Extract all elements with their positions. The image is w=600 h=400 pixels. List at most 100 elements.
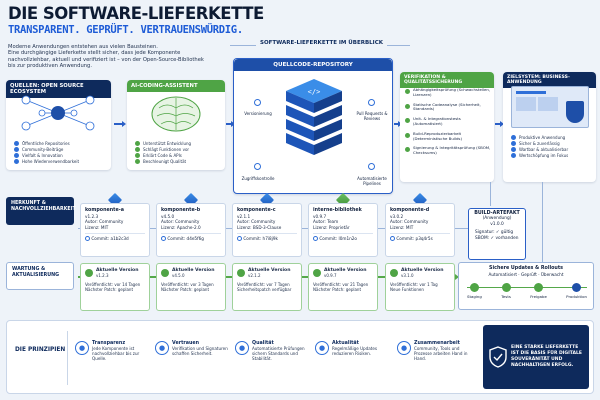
commit-label: Commit: h7i8j9k <box>243 236 278 242</box>
update-icon <box>161 268 169 277</box>
list-item-label: Schlägt Funktionen vor <box>143 146 190 152</box>
update-published: Veröffentlicht: vor 1 Tag <box>390 281 438 287</box>
open-source-network-icon <box>21 95 95 131</box>
component-version: v1.2.3 <box>85 213 99 219</box>
target-title: ZIELSYSTEM: BUSINESS-ANWENDUNG <box>503 72 596 88</box>
list-item-label: Build-Reproduzierbarkeit (Deterministisc… <box>413 130 462 141</box>
list-item: Build-Reproduzierbarkeit (Deterministisc… <box>405 130 491 142</box>
page-subtitle: TRANSPARENT. GEPRÜFT. VERTRAUENSWÜRDIG. <box>8 24 243 36</box>
component-name: komponente-c <box>237 208 276 213</box>
update-version: v3.1.0 <box>401 273 414 279</box>
list-item: Schlägt Funktionen vor <box>135 146 191 152</box>
code-icon <box>135 140 140 146</box>
rollout-step-label: Freigabe <box>530 294 547 299</box>
principle-desc: Jede Komponente ist nachvollziehbar bis … <box>92 346 140 361</box>
check-icon <box>405 132 410 138</box>
component-license: Lizenz: MIT <box>85 224 109 230</box>
commit-label: Commit: d4e5f6g <box>167 236 204 242</box>
community-icon <box>14 146 19 152</box>
update-icon <box>85 268 93 277</box>
component-license: Lizenz: Apache-2.0 <box>161 224 201 230</box>
commit-icon <box>313 236 318 242</box>
build-sub: (Anwendung) <box>482 216 512 222</box>
update-published: Veröffentlicht: vor 21 Tagen <box>313 281 369 287</box>
component-author: Autor: Community <box>161 219 200 225</box>
component-license: Lizenz: Proprietär <box>313 224 350 230</box>
target-list: Produktive Anwendung Sicher & zuverlässi… <box>511 134 568 158</box>
team-icon: ● <box>397 341 411 355</box>
component-author: Autor: Team <box>313 219 339 225</box>
component-name: interne-bibliothek <box>313 208 362 213</box>
origin-row-label: HERKUNFT & NACHVOLLZIEHBARKEIT <box>6 197 76 225</box>
update-title: Aktuelle Version <box>96 268 139 273</box>
component-card: interne-bibliothek v0.9.7 Autor: Team Li… <box>308 203 378 257</box>
list-item: Unterstützt Entwicklung <box>135 140 191 146</box>
intro-line: Moderne Anwendungen entstehen aus vielen… <box>8 44 158 50</box>
list-item: Produktive Anwendung <box>511 134 568 140</box>
footer-banner: EINE STARKE LIEFERKETTE IST DIE BASIS FÜ… <box>483 325 589 389</box>
update-next: Nächster Patch: geplant <box>161 287 210 293</box>
dashboard-icon <box>511 86 589 128</box>
principle-desc: Verifikation und Signaturen schaffen Sic… <box>172 346 228 356</box>
component-card: komponente-b v4.5.0 Autor: Community Liz… <box>156 203 226 257</box>
recycle-icon <box>14 158 19 164</box>
build-sbom: SBOM: ✓ vorhanden <box>475 235 519 241</box>
footer-line: NACHHALTIGEN ERFOLG. <box>511 362 574 368</box>
shield-icon <box>489 346 507 368</box>
list-item-label: Sicher & zuverlässig <box>519 140 560 146</box>
principle-desc: Regelmäßige Updates reduzieren Risiken. <box>332 346 378 356</box>
update-published: Veröffentlicht: vor 3 Tagen <box>161 281 214 287</box>
update-next: Nächster Patch: geplant <box>313 287 362 293</box>
update-published: Veröffentlicht: vor 7 Tagen <box>237 281 290 287</box>
brain-icon <box>151 96 201 132</box>
sources-card: QUELLEN: OPEN SOURCE ECOSYSTEM Öffentlic… <box>6 80 111 170</box>
app-icon <box>511 134 516 140</box>
rollout-steps: Staging Tests Freigabe Produktion <box>467 283 587 299</box>
component-commit: Commit: l0m1n2o <box>313 233 373 242</box>
intro-line: Eine durchgängige Lieferkette stellt sic… <box>8 50 181 57</box>
repo-pr-label: Pull Requests & Reviews <box>356 111 388 121</box>
lock-icon <box>254 163 261 170</box>
list-item-label: Wertschöpfung im Fokus <box>519 152 569 158</box>
component-commit: Commit: d4e5f6g <box>161 233 221 242</box>
sources-list: Öffentliche Repositories Community-Beitr… <box>14 140 79 164</box>
maint-row-label: WARTUNG & AKTUALISIERUNG <box>6 262 74 290</box>
component-version: v2.1.1 <box>237 213 251 219</box>
component-card: komponente-d v3.0.2 Autor: Community Liz… <box>385 203 455 257</box>
verification-card: VERIFIKATION & QUALITÄTSSICHERUNG Abhäng… <box>400 72 494 182</box>
chat-icon <box>135 152 140 158</box>
principle-title: Aktualität <box>332 341 359 346</box>
principle-title: Qualität <box>252 341 274 346</box>
rollout-card: Sichere Updates & Rollouts Automatisiert… <box>458 262 594 310</box>
svg-text:</>: </> <box>308 88 321 96</box>
list-item: Beschleunigt Qualität <box>135 158 191 164</box>
quality-icon: ● <box>235 341 249 355</box>
list-item: Statische Codeanalyse (Sicherheit, Stand… <box>405 102 491 113</box>
check-icon <box>405 118 410 124</box>
value-icon <box>511 152 516 158</box>
check-icon <box>405 89 410 94</box>
rollout-step-label: Produktion <box>566 294 587 299</box>
component-commit: Commit: p3q4r5s <box>390 233 450 242</box>
verify-title: VERIFIKATION & QUALITÄTSSICHERUNG <box>400 72 494 88</box>
page-title: DIE SOFTWARE-LIEFERKETTE <box>8 4 264 23</box>
commit-label: Commit: l0m1n2o <box>319 236 357 242</box>
list-item-label: Hohe Wiederverwendbarkeit <box>22 158 80 164</box>
list-item-label: Öffentliche Repositories <box>22 140 70 146</box>
update-icon <box>237 268 245 277</box>
principle-title: Zusammenarbeit <box>414 341 460 346</box>
build-signature: Signatur: ✓ gültig <box>475 230 514 236</box>
build-connector <box>490 182 491 206</box>
update-next: Nächster Patch: geplant <box>85 287 134 293</box>
repo-pipeline-label: Automatisierte Pipelines <box>357 176 387 186</box>
ai-title: AI-CODING-ASSISTENT <box>127 80 225 92</box>
ai-assistant-card: AI-CODING-ASSISTENT Unterstützt Entwickl… <box>127 80 225 170</box>
list-item-label: Vielfalt & Innovation <box>22 152 63 158</box>
list-item-label: Produktive Anwendung <box>519 134 566 140</box>
rollout-line <box>467 287 587 288</box>
list-item: Wertschöpfung im Fokus <box>511 152 568 158</box>
list-item: Wartbar & aktualisierbar <box>511 146 568 152</box>
